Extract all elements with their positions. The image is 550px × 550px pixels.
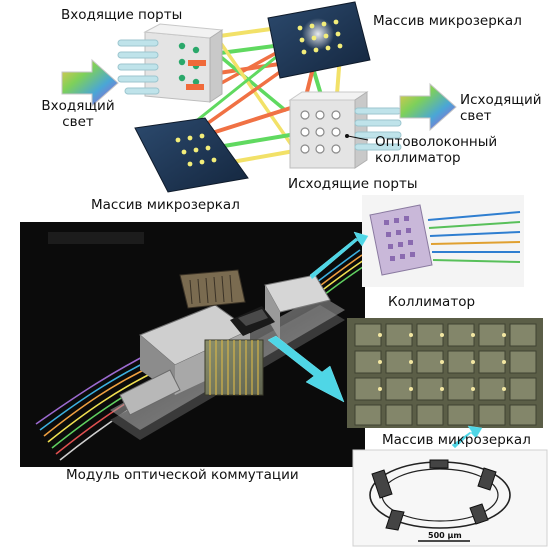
mems-mirror-array-top <box>267 1 371 79</box>
label-output-light: Исходящий свет <box>460 92 542 124</box>
label-fiber-collimator-line1: Оптоволоконный <box>375 134 498 150</box>
label-scale-bar: 500 μm <box>428 531 462 540</box>
label-mems-array-left: Массив микрозеркал <box>91 197 240 213</box>
label-collimator: Коллиматор <box>388 294 476 310</box>
label-input-light-line1: Входящий <box>41 98 115 114</box>
output-port-block <box>288 91 402 169</box>
callout-arrows <box>267 231 483 449</box>
label-mems-array-photo: Массив микрозеркал <box>382 432 531 448</box>
label-fiber-collimator-line2: коллиматор <box>375 150 461 166</box>
output-light-arrow <box>399 82 457 132</box>
input-port-block <box>117 23 224 103</box>
label-fiber-collimator: Оптоволоконный коллиматор <box>375 134 497 166</box>
mems-mirror-array-left <box>134 117 249 193</box>
label-output-light-line1: Исходящий <box>460 92 542 108</box>
label-output-ports: Исходящие порты <box>288 176 418 192</box>
label-output-light-line2: свет <box>460 108 492 124</box>
input-light-arrow <box>61 58 119 108</box>
label-mems-array-top: Массив микрозеркал <box>373 13 522 29</box>
switch-module-photo <box>110 269 345 440</box>
collimator-photo <box>362 195 524 287</box>
label-input-ports: Входящие порты <box>61 7 183 23</box>
label-switch-module: Модуль оптической коммутации <box>66 467 299 483</box>
label-input-light: Входящий свет <box>38 98 118 130</box>
mems-array-photo <box>347 318 543 428</box>
single-mirror-sem <box>352 449 548 547</box>
label-input-light-line2: свет <box>62 114 94 130</box>
